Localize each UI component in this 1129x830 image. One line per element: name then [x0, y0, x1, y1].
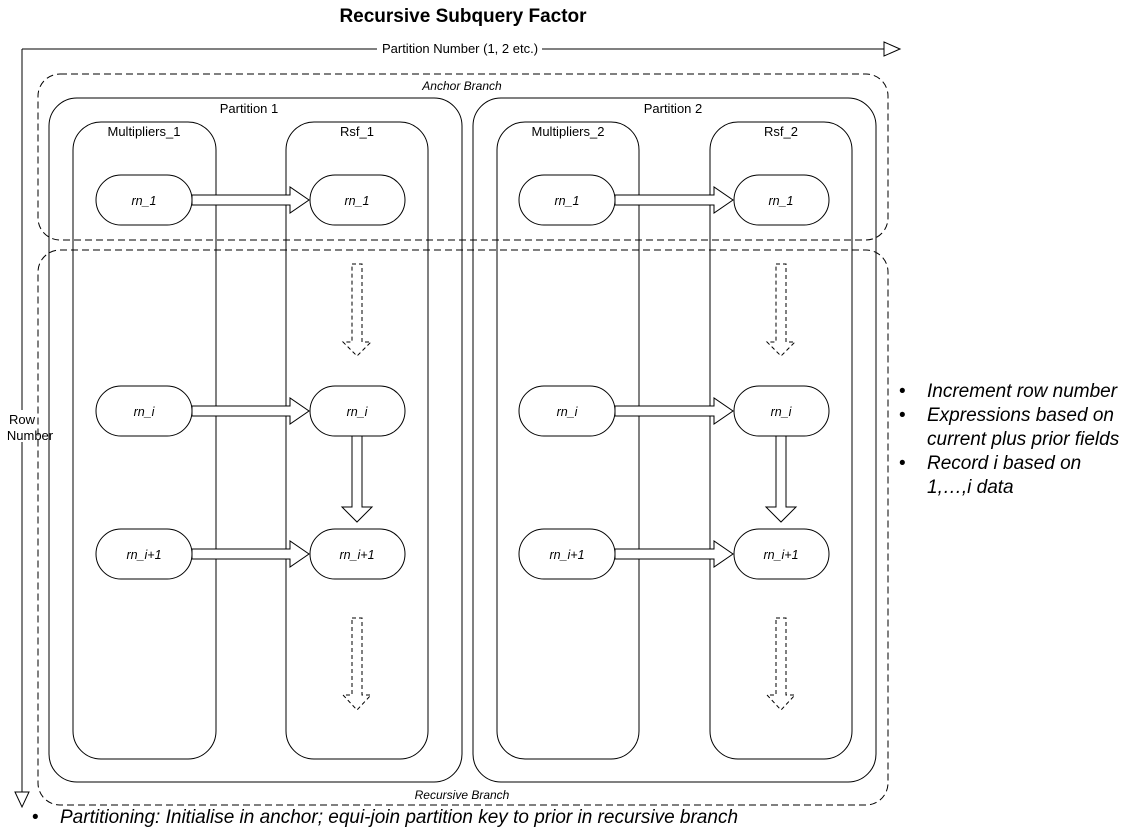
row-axis-label-line1: Row: [9, 412, 36, 427]
partition-1: Partition 1 Multipliers_1 Rsf_1 rn_1 rn_…: [48, 97, 463, 783]
multiplier-row-label: rn_i: [557, 405, 579, 419]
rsf-row-node: [733, 528, 830, 580]
multipliers-lane: [72, 121, 217, 760]
join-arrow: [191, 397, 310, 425]
multiplier-row-label: rn_i+1: [126, 548, 161, 562]
rsf-row-label: rn_i: [347, 405, 369, 419]
diagram-title: Recursive Subquery Factor: [339, 6, 587, 27]
side-note-item: Increment row number: [897, 380, 1127, 404]
recursion-dashed-arrow: [341, 263, 373, 357]
recursive-branch-region: [37, 249, 889, 806]
recursion-dashed-arrow: [765, 617, 797, 711]
side-note-item: Record i based on 1,…,i data: [897, 452, 1127, 500]
row-axis-label-line2: Number: [7, 428, 54, 443]
partition-axis-label: Partition Number (1, 2 etc.): [382, 41, 538, 56]
multiplier-row-label: rn_1: [131, 194, 156, 208]
join-arrow: [614, 397, 734, 425]
join-arrow: [614, 186, 734, 214]
partition-label: Partition 1: [220, 101, 279, 116]
partition-axis-arrowhead: [883, 41, 902, 57]
rsf-lane: [709, 121, 853, 760]
recursive-branch-label: Recursive Branch: [415, 788, 510, 802]
rsf-row-label: rn_i+1: [763, 548, 798, 562]
rsf-row-node: [733, 174, 830, 226]
multipliers-label: Multipliers_2: [532, 124, 605, 139]
partition-box: [472, 97, 877, 783]
rsf-lane: [285, 121, 429, 760]
partition-2: Partition 2 Multipliers_2 Rsf_2 rn_1 rn_…: [472, 97, 877, 783]
multipliers-lane: [496, 121, 640, 760]
multiplier-row-label: rn_1: [554, 194, 579, 208]
rsf-label: Rsf_2: [764, 124, 798, 139]
side-note-item: Expressions based on current plus prior …: [897, 404, 1127, 452]
multipliers-label: Multipliers_1: [108, 124, 181, 139]
join-arrow: [614, 540, 734, 568]
bottom-note-item: Partitioning: Initialise in anchor; equi…: [30, 806, 1030, 830]
anchor-branch-region: [37, 73, 889, 241]
recursion-dashed-arrow: [341, 617, 373, 711]
rsf-row-label: rn_i+1: [339, 548, 374, 562]
recursion-dashed-arrow: [765, 263, 797, 357]
rsf-row-label: rn_1: [768, 194, 793, 208]
partition-axis: Partition Number (1, 2 etc.): [22, 41, 902, 57]
join-arrow: [191, 540, 310, 568]
rsf-row-label: rn_1: [344, 194, 369, 208]
partition-label: Partition 2: [644, 101, 703, 116]
side-notes-list: Increment row number Expressions based o…: [897, 380, 1127, 500]
partition-box: [48, 97, 463, 783]
anchor-branch-label: Anchor Branch: [421, 79, 502, 93]
rsf-row-label: rn_i: [771, 405, 793, 419]
join-arrow: [191, 186, 310, 214]
rsf-label: Rsf_1: [340, 124, 374, 139]
multiplier-row-label: rn_i: [134, 405, 156, 419]
recursion-arrow: [340, 435, 374, 523]
bottom-note-list: Partitioning: Initialise in anchor; equi…: [30, 806, 1030, 830]
row-axis-arrowhead: [14, 791, 30, 809]
rsf-row-node: [309, 528, 406, 580]
row-axis: Row Number: [7, 49, 54, 809]
recursion-arrow: [764, 435, 798, 523]
rsf-row-node: [309, 174, 406, 226]
multiplier-row-label: rn_i+1: [549, 548, 584, 562]
